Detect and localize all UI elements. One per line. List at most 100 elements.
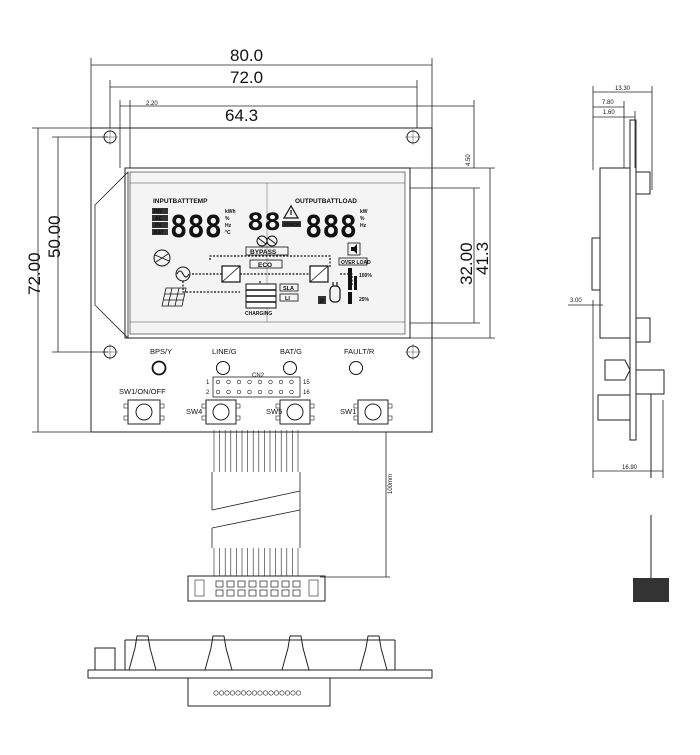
bottom-pin — [224, 690, 230, 696]
bottom-pin — [257, 690, 263, 696]
left-dimensions — [32, 127, 108, 433]
connector-pin — [270, 589, 279, 597]
converter-icon-right — [309, 265, 329, 283]
bottom-view — [87, 635, 433, 707]
lcd-content: INPUTBATTTEMP OUTPUTBATTLOAD INV AC PV B… — [152, 198, 372, 317]
side-connector-block — [633, 578, 669, 602]
ac-source-icon — [153, 249, 171, 267]
cn2-pin — [289, 379, 294, 385]
switch-sw1 — [353, 399, 393, 425]
connector-pin — [281, 589, 290, 597]
connector-pin — [292, 580, 301, 588]
bottom-pin — [241, 690, 247, 696]
switch-sw4 — [201, 399, 241, 425]
lcd-over-load: OVER LOAD — [341, 260, 371, 266]
lcd-tag-inv: INV — [154, 209, 163, 215]
lcd-error-tag: ERROR — [284, 222, 301, 227]
battery-stack-icon — [245, 283, 277, 309]
dim-72-top: 72.0 — [230, 68, 263, 87]
cn2-header: CN2 1 2 15 16 — [206, 373, 310, 398]
plug-icon — [329, 282, 341, 303]
side-dim-1-60: 1.60 — [603, 110, 615, 116]
cn2-pin — [278, 389, 284, 395]
lcd-li: LI — [285, 296, 290, 302]
cn2-pin — [257, 379, 263, 385]
cn2-pin — [215, 389, 221, 395]
dim-72-left: 72.00 — [25, 252, 44, 295]
lcd-unit-kwh: kWh — [225, 209, 236, 215]
lcd-unit-c-left: °C — [225, 230, 231, 236]
dim-64: 64.3 — [225, 106, 258, 125]
lcd-right-units: kW % Hz — [360, 209, 368, 229]
connector-pin — [215, 580, 224, 588]
switch-label-sw5: SW5 — [266, 407, 282, 416]
lcd-center-digits: 88 — [247, 208, 281, 236]
connector-pin — [248, 589, 257, 597]
switch-row: SW1/ON/OFF SW4 SW5 SW1 — [119, 387, 393, 425]
lcd-unit-hz-left: Hz — [225, 223, 232, 229]
lcd-pct-100: 100% — [359, 273, 372, 279]
dim-41: 41.3 — [473, 242, 492, 275]
switch-label-sw1-onoff: SW1/ON/OFF — [119, 387, 166, 396]
lcd-charging: CHARGING — [245, 311, 272, 317]
led-label-bat: BAT/G — [280, 347, 302, 356]
bottom-pin — [290, 690, 296, 696]
dim-4-50: 4.50 — [466, 154, 472, 166]
lcd-unit-pct-left: % — [225, 216, 230, 222]
bottom-pin — [246, 690, 252, 696]
side-dim-16-90: 16.90 — [622, 465, 638, 471]
cn2-pin — [247, 379, 252, 385]
side-dim-13-30: 13.30 — [615, 86, 631, 92]
solar-panel-icon — [161, 287, 187, 307]
led-line — [216, 361, 230, 375]
dim-cable-length: 100mm — [388, 474, 394, 494]
bottom-pin — [235, 690, 241, 696]
cn2-pin2: 2 — [206, 390, 210, 396]
lcd-left-tags: INV AC PV BAT — [152, 208, 168, 236]
bottom-pin — [268, 690, 274, 696]
lcd-left-digits: 888 — [170, 210, 222, 245]
connector-pin — [259, 589, 268, 597]
bottom-connector — [187, 575, 326, 602]
warning-icon — [282, 204, 300, 219]
bottom-pin — [213, 690, 219, 696]
led-bps — [151, 360, 167, 376]
side-dim-7-80: 7.80 — [602, 100, 614, 106]
side-dim-3-00: 3.00 — [570, 298, 582, 304]
cn2-pins — [215, 379, 294, 395]
right-dimensions — [410, 167, 495, 339]
load-level-icon — [348, 268, 357, 304]
connector-pin — [248, 580, 257, 588]
cn2-pin — [268, 379, 273, 385]
lcd-output-header: OUTPUTBATTLOAD — [295, 198, 357, 205]
bottom-pin — [273, 690, 279, 696]
switch-label-sw1: SW1 — [340, 407, 356, 416]
lcd-input-header: INPUTBATTTEMP — [153, 198, 208, 205]
led-label-line: LINE/G — [212, 347, 237, 356]
cn2-pin — [289, 389, 294, 395]
led-bat — [283, 361, 297, 375]
cn2-pin — [226, 379, 231, 385]
lcd-p-tag: P — [320, 299, 324, 305]
mounting-holes — [102, 129, 421, 360]
led-label-bps: BPS/Y — [150, 347, 172, 356]
speaker-icon — [347, 242, 361, 256]
switch-sw1-onoff — [123, 399, 165, 425]
cn2-pin — [268, 389, 273, 395]
dim-2-20: 2.20 — [146, 101, 158, 107]
converter-icon-left — [221, 265, 241, 283]
cn2-pin — [257, 389, 263, 395]
bottom-pin — [279, 690, 285, 696]
lcd-unit-pct-right: % — [360, 216, 365, 222]
cn2-pin — [236, 379, 242, 385]
ribbon-cable — [211, 430, 390, 578]
dim-32: 32.00 — [457, 242, 476, 285]
cn2-pin — [236, 389, 242, 395]
lcd-unit-hz-right: Hz — [360, 223, 367, 229]
led-row: BPS/Y LINE/G BAT/G FAULT/R — [150, 347, 375, 376]
lcd-tag-pv: PV — [155, 223, 162, 229]
connector-pin — [226, 580, 235, 588]
lcd-eco: ECO — [258, 262, 272, 269]
cn2-pin — [278, 379, 284, 385]
